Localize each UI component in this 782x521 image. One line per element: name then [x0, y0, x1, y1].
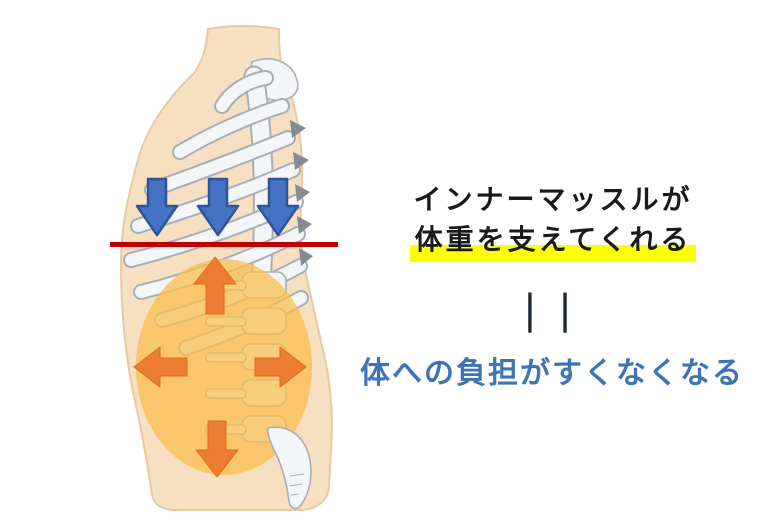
arrow-up-icon [193, 256, 237, 315]
headline-line2: 体重を支えてくれる [348, 220, 758, 262]
equals-symbol: || [517, 287, 589, 333]
inner-muscle-ellipse [136, 259, 312, 475]
headline-line1: インナーマッスルが [413, 184, 693, 215]
support-line [110, 242, 338, 247]
torso-illustration [110, 25, 338, 511]
sacrum-tailbone [267, 426, 312, 510]
blue-down-arrow-icon [135, 177, 179, 237]
blue-down-arrow-icon [256, 177, 300, 237]
headline-line2-highlighted: 体重を支えてくれる [409, 222, 697, 262]
core-expansion-arrows [133, 256, 307, 478]
weight-down-arrows [135, 177, 300, 237]
headline: インナーマッスルが 体重を支えてくれる [348, 180, 758, 262]
result-text: 体への負担がすくなくなる [360, 357, 744, 390]
blue-down-arrow-icon [196, 177, 240, 237]
rib-shadow-wedges [290, 120, 313, 266]
arrow-right-icon [254, 346, 307, 388]
arrow-down-icon [195, 420, 239, 478]
arrow-left-icon [133, 346, 188, 388]
